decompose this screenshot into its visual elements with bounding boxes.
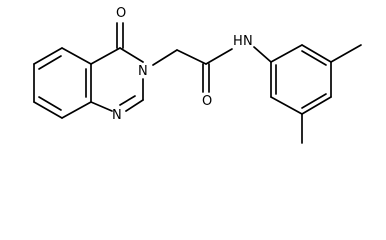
acetamide-linker: [152, 48, 233, 93]
chemical-structure: O N N O H N: [33, 6, 362, 144]
benzo-ring: [33, 47, 92, 119]
atom-label-n1: N: [112, 108, 122, 123]
keto-group: [116, 22, 124, 49]
atom-label-n3: N: [138, 64, 148, 79]
dimethylphenyl-ring: [270, 44, 332, 115]
atom-label-o-amide: O: [202, 94, 212, 109]
methyl-top: [330, 44, 362, 63]
atom-label-n-amide: N: [243, 34, 253, 49]
pyrimidinone-ring: [90, 47, 144, 112]
methyl-groups: [301, 44, 362, 144]
n-aryl-bond: [253, 46, 272, 63]
atom-label-o-keto: O: [116, 6, 126, 21]
atom-label-h-amide: H: [233, 34, 243, 49]
